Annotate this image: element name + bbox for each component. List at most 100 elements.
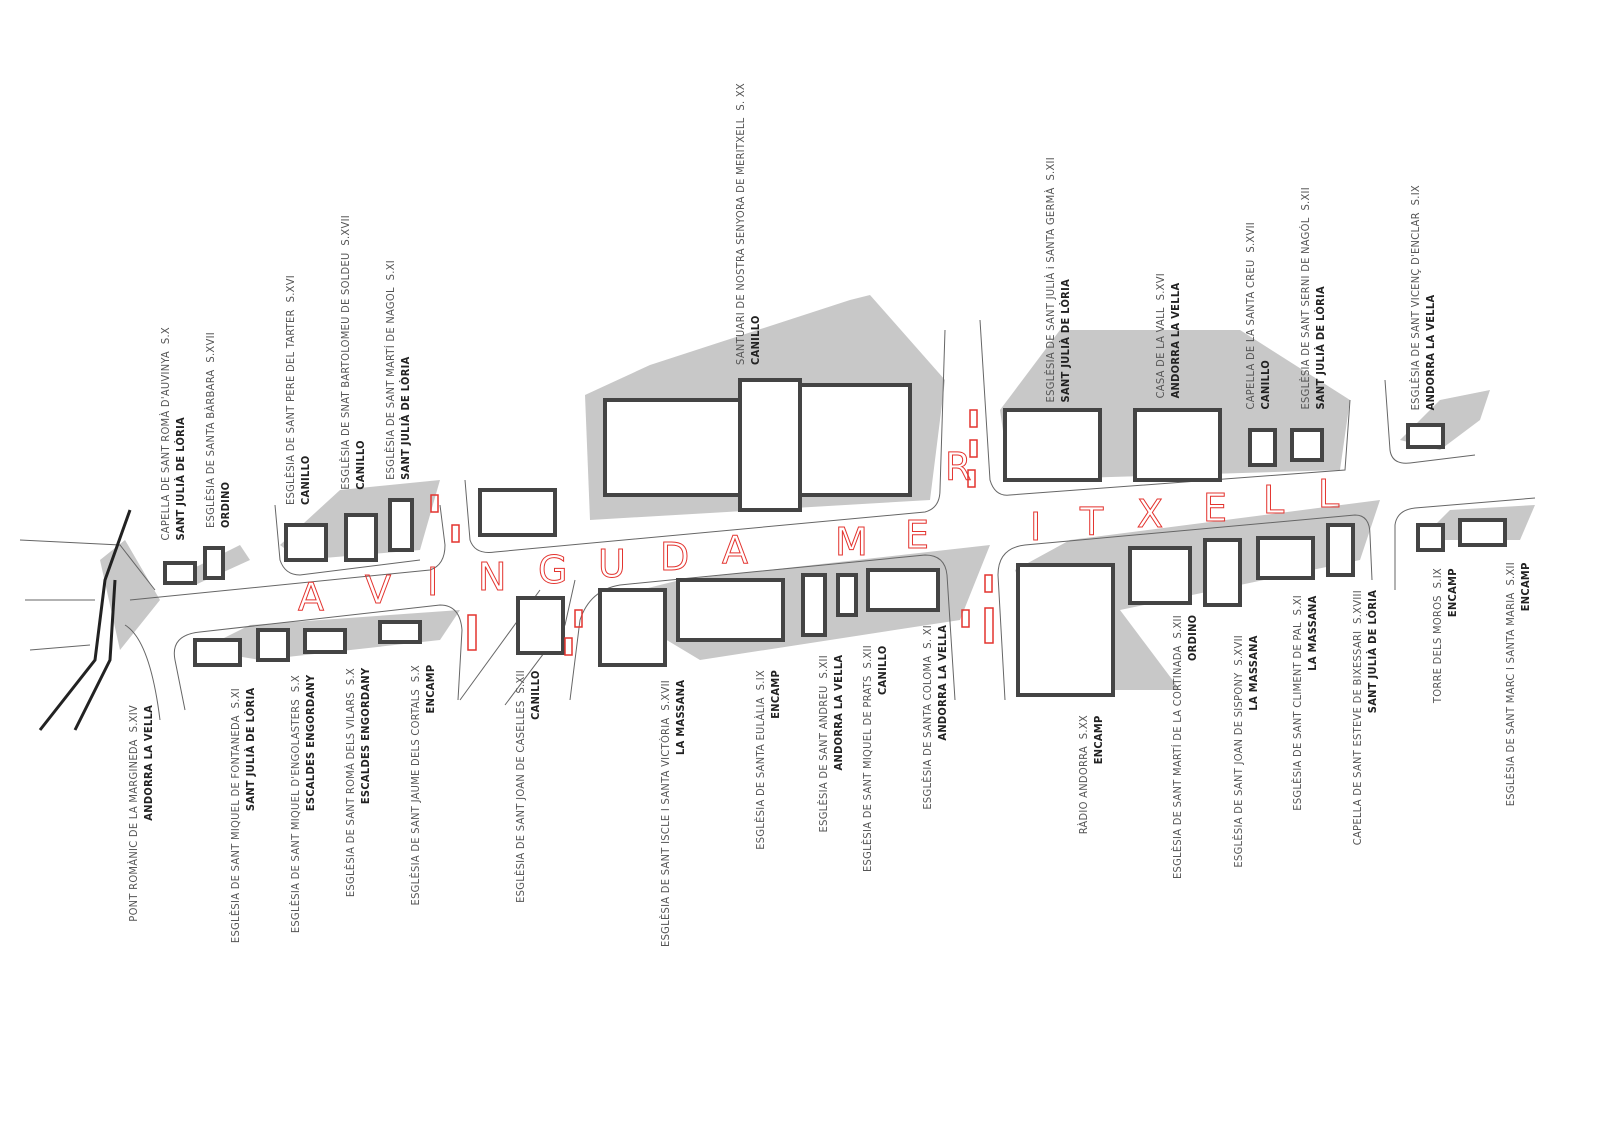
monument-name: ESGLÈSIA DE SANT ANDREU [817,685,830,833]
monument-municipality: SANT JULIÀ DE LÒRIA [244,688,257,812]
monument-name: CASA DE LA VALL [1154,306,1167,398]
monument-name: ESGLÈSIA DE SANT CLIMENT DE PAL [1291,622,1304,811]
monument-label: ESGLÈSIA DE SANT MARTÍ DE LA CORTINADA S… [1170,615,1200,879]
monument-municipality: ORDINO [219,481,232,528]
monument-name: ESGLÈSIA DE SNAT BARTOLOMEU DE SOLDEU [339,252,352,490]
monument-municipality: SANT JULIÀ DE LÒRIA [399,356,412,480]
monument-municipality: CANILLO [749,315,762,365]
monument-name-line: ESGLÈSIA DE SANT MIQUEL D'ENGOLASTERS S.… [288,675,303,933]
monument-name-line: CAPELLA DE SANT ESTEVE DE BIXESSARI S.XV… [1350,590,1365,845]
street-name-letter: D [659,535,690,580]
monument-name-line: ESGLÈSIA DE SANT VICENÇ D'ENCLAR S.IX [1408,185,1423,410]
monument-name-line: ESGLÈSIA DE SANT PERE DEL TARTER S.XVI [283,275,298,505]
monument-name: SANTUARI DE NOSTRA SENYORA DE MERITXELL [734,117,747,365]
monument-label: ESGLÈSIA DE SANT MARC I SANTA MARIA S.XI… [1503,562,1533,806]
monument-name: CAPELLA DE SANT ESTEVE DE BIXESSARI [1351,630,1364,846]
monument-name: CAPELLA DE LA SANTA CREU [1244,259,1257,410]
monument-name-line: ESGLÈSIA DE SANT JOAN DE SISPONY S.XVII [1231,635,1246,868]
monument-century: S.IX [1409,184,1422,205]
monument-name: ESGLÈSIA DE SANT JOAN DE CASELLES [514,700,527,903]
monument-municipality: CANILLO [354,440,367,490]
monument-municipality: CANILLO [299,455,312,505]
street-name-letter: V [365,568,392,613]
monument-name-line: ESGLÈSIA DE SNAT BARTOLOMEU DE SOLDEU S.… [338,215,353,490]
monument-municipality: ANDORRA LA VELLA [832,655,845,771]
monument-name: ESGLÈSIA DE SANTA BÀRBARA [204,369,217,528]
monument-name: ESGLÈSIA DE SANTA EULÀLIA [754,697,767,850]
monument-century: S.X [409,665,422,683]
monument-century: S. XX [734,83,747,111]
monument-name: PONT ROMÀNIC DE LA MARGINEDA [127,739,140,922]
monument-name-line: CAPELLA DE SANT ROMÀ D'AUVINYA S.X [158,327,173,540]
monument-name: ESGLÈSIA DE SANT ROMÀ DELS VILARS [344,692,357,898]
monument-name-line: RÀDIO ANDORRA S.XX [1076,715,1091,834]
street-name-letter: X [1136,492,1164,537]
monument-municipality: ENCAMP [1092,715,1105,764]
monument-century: S.XII [1504,562,1517,586]
monument-name-line: ESGLÈSIA DE SANT MARTÍ DE LA CORTINADA S… [1170,615,1185,879]
monument-municipality: ENCAMP [1519,562,1532,611]
monument-century: S.XX [1077,715,1090,740]
monument-municipality: LA MASSANA [674,680,687,756]
street-curbs [19,319,1536,721]
building-footprints [163,378,1507,697]
monument-century: S.XII [514,670,527,694]
monument-century: S.IX [1431,568,1444,589]
monument-name: ESGLÈSIA DE SANT JULIÀ i SANTA GERMÀ [1044,187,1057,402]
monument-century: S.XVII [1244,222,1257,254]
monument-name-line: ESGLÈSIA DE SANT ANDREU S.XII [816,655,831,832]
street-name-letter: A [298,575,325,620]
monument-municipality: CANILLO [529,670,542,720]
monument-name-line: ESGLÈSIA DE SANT SERNI DE NAGÓL S.XII [1298,187,1313,410]
monument-name-line: CAPELLA DE LA SANTA CREU S.XVII [1243,222,1258,410]
monument-name-line: ESGLÈSIA DE SANT ROMÀ DELS VILARS S.X [343,668,358,897]
street-name-letter: R [944,445,972,490]
monument-century: S.IX [754,670,767,691]
street-name-letter: G [537,548,568,593]
monument-name: ESGLÈSIA DE SANT MARTÍ DE NAGOL [384,287,397,480]
street-name-letter: E [904,513,930,558]
monument-label: CAPELLA DE SANT ESTEVE DE BIXESSARI S.XV… [1350,590,1380,845]
monument-name: CAPELLA DE SANT ROMÀ D'AUVINYA [159,350,172,540]
monument-municipality: ESCALDES ENGORDANY [359,668,372,805]
monument-municipality: SANT JULIÀ DE LÒRIA [1059,278,1072,402]
monument-name-line: ESGLÈSIA DE SANT CLIMENT DE PAL S.XI [1290,595,1305,811]
monument-century: S.XVII [339,215,352,246]
monument-century: S.XIV [127,705,140,733]
monument-name: TORRE DELS MOROS [1431,595,1444,704]
street-name-letter: T [1079,500,1104,545]
monument-label: ESGLÈSIA DE SANT JULIÀ i SANTA GERMÀ S.X… [1043,157,1073,402]
monument-municipality: ANDORRA LA VELLA [1169,282,1182,398]
street-name-letter: A [722,528,749,573]
monument-municipality: ORDINO [1186,615,1199,662]
monument-municipality: ANDORRA LA VELLA [1424,294,1437,410]
monument-name-line: ESGLÈSIA DE SANT MIQUEL DE PRATS S.XII [860,645,875,872]
monument-municipality: ANDORRA LA VELLA [936,625,949,741]
monument-name-line: TORRE DELS MOROS S.IX [1430,568,1445,703]
monument-name: ESGLÈSIA DE SANT MIQUEL DE PRATS [861,675,874,873]
monument-municipality: ANDORRA LA VELLA [142,705,155,821]
monument-name-line: SANTUARI DE NOSTRA SENYORA DE MERITXELL … [733,83,748,365]
monument-century: S.XI [1291,595,1304,616]
monument-century: S.XII [1171,615,1184,639]
monument-municipality: LA MASSANA [1306,595,1319,671]
monument-municipality: SANT JULIÀ DE LÒRIA [1366,590,1379,714]
street-name-letter: I [1029,505,1042,550]
monument-name: RÀDIO ANDORRA [1077,746,1090,835]
monument-name-line: ESGLÈSIA DE SANTA EULÀLIA S.IX [753,670,768,850]
monument-name-line: ESGLÈSIA DE SANT JULIÀ i SANTA GERMÀ S.X… [1043,157,1058,402]
